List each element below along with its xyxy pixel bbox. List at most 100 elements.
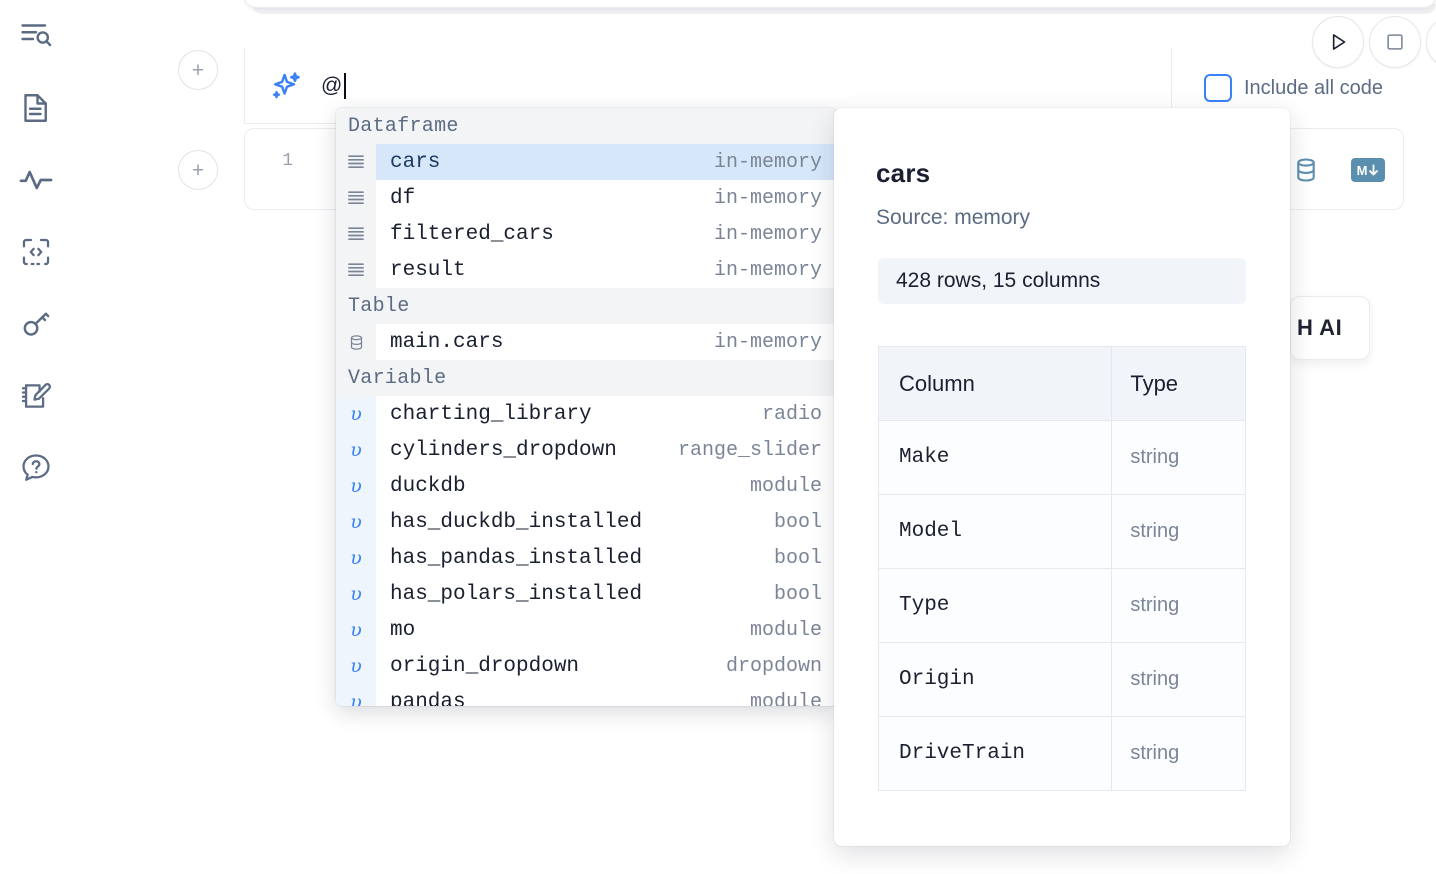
include-all-code-label: Include all code (1244, 76, 1383, 99)
dataframe-detail-panel: cars Source: memory 428 rows, 15 columns… (834, 108, 1290, 846)
dataframe-icon (336, 252, 376, 288)
detail-stats-badge: 428 rows, 15 columns (878, 258, 1246, 304)
autocomplete-item-body: pandas module (376, 684, 836, 707)
scratchpad-icon[interactable] (12, 372, 60, 420)
cell-column: Origin (879, 643, 1112, 717)
variable-icon: υ (336, 432, 376, 468)
table-icon (336, 324, 376, 360)
cell-type: string (1111, 495, 1245, 569)
autocomplete-item-type: radio (761, 402, 822, 426)
detail-source: Source: memory (876, 206, 1031, 229)
stop-button[interactable] (1369, 16, 1421, 68)
autocomplete-item-name: has_duckdb_installed (390, 510, 643, 534)
include-all-code-row[interactable]: Include all code (1204, 74, 1383, 102)
variable-icon: υ (336, 396, 376, 432)
autocomplete-item-type: in-memory (713, 150, 822, 174)
down-arrow-icon (1369, 164, 1379, 175)
dataframe-icon (336, 216, 376, 252)
cell-column: Make (879, 421, 1112, 495)
autocomplete-item-name: pandas (390, 690, 466, 707)
autocomplete-item[interactable]: cars in-memory (336, 144, 836, 180)
variable-icon: υ (336, 576, 376, 612)
autocomplete-item[interactable]: filtered_cars in-memory (336, 216, 836, 252)
database-icon[interactable] (1291, 155, 1321, 185)
top-panel-shadow (252, 4, 1436, 14)
variable-icon: υ (336, 684, 376, 706)
outline-search-icon[interactable] (12, 12, 60, 60)
autocomplete-item-type: bool (773, 546, 822, 570)
ai-float-button[interactable]: H AI (1290, 296, 1370, 360)
run-button[interactable] (1312, 16, 1364, 68)
autocomplete-item-name: filtered_cars (390, 222, 554, 246)
cell-type: string (1111, 717, 1245, 791)
add-cell-button-top[interactable]: + (178, 50, 218, 90)
sparkle-icon (269, 69, 303, 103)
ai-prompt-input[interactable]: @ (321, 66, 1171, 106)
autocomplete-item-name: result (390, 258, 466, 282)
autocomplete-item[interactable]: υ origin_dropdown dropdown (336, 648, 836, 684)
help-chat-icon[interactable] (12, 444, 60, 492)
autocomplete-item-type: in-memory (713, 186, 822, 210)
top-panel-edge (244, 0, 1436, 8)
variable-icon: υ (336, 468, 376, 504)
stop-square-icon (1387, 34, 1403, 50)
autocomplete-item[interactable]: main.cars in-memory (336, 324, 836, 360)
cell-type: string (1111, 421, 1245, 495)
schema-table-header: Column Type (879, 347, 1245, 421)
include-all-code-checkbox[interactable] (1204, 74, 1232, 102)
code-line-number: 1 (282, 151, 293, 171)
add-cell-button-bottom[interactable]: + (178, 150, 218, 190)
variable-icon: υ (336, 540, 376, 576)
autocomplete-item-type: in-memory (713, 330, 822, 354)
autocomplete-item-name: duckdb (390, 474, 466, 498)
cell-column: Type (879, 569, 1112, 643)
autocomplete-item-type: dropdown (725, 654, 822, 678)
cell-type: string (1111, 643, 1245, 717)
markdown-icon[interactable]: M (1351, 158, 1385, 182)
activity-icon[interactable] (12, 156, 60, 204)
code-cell-tools: M (1291, 155, 1385, 185)
overflow-button[interactable] (1426, 16, 1436, 68)
autocomplete-item-type: module (749, 690, 822, 707)
autocomplete-item-name: cars (390, 150, 441, 174)
autocomplete-item-type: in-memory (713, 222, 822, 246)
table-row: Model string (879, 495, 1245, 569)
table-row: Make string (879, 421, 1245, 495)
document-icon[interactable] (12, 84, 60, 132)
code-snippet-icon[interactable] (12, 228, 60, 276)
column-header-column: Column (879, 347, 1112, 421)
column-header-type: Type (1111, 347, 1245, 421)
autocomplete-group-header: Variable (336, 360, 836, 396)
text-caret (343, 72, 346, 99)
autocomplete-group-header: Table (336, 288, 836, 324)
markdown-letter: M (1356, 162, 1368, 178)
left-icon-rail (0, 0, 72, 874)
autocomplete-item-type: module (749, 474, 822, 498)
detail-title: cars (876, 158, 931, 188)
autocomplete-item-name: origin_dropdown (390, 654, 580, 678)
cell-type: string (1111, 569, 1245, 643)
cell-column: DriveTrain (879, 717, 1112, 791)
variable-icon: υ (336, 648, 376, 684)
autocomplete-item-type: bool (773, 510, 822, 534)
key-icon[interactable] (12, 300, 60, 348)
autocomplete-item-type: range_slider (677, 438, 822, 462)
autocomplete-item-name: main.cars (390, 330, 504, 354)
